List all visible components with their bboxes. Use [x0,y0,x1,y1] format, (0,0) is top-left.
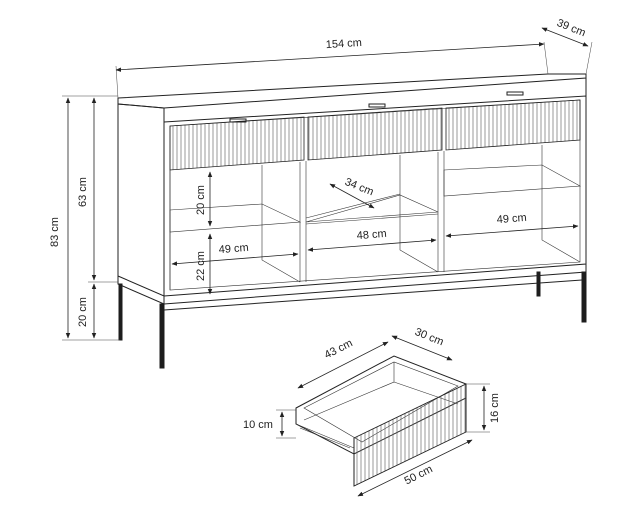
drawer-detail-drawing [295,355,467,487]
drawer-row [169,91,581,171]
shelf-left [169,203,302,233]
drawer-front-left [169,116,305,171]
label-drawer-box-height: 10 cm [243,419,273,431]
label-drawer-width-back: 30 cm [413,326,445,348]
label-shelf-gap-lower: 22 cm [195,251,207,281]
divider-right [437,151,445,272]
leg-front-right [581,271,587,323]
dim-line-drawer-width [357,439,473,497]
drawer-handle-right [506,91,524,96]
label-depth-total: 39 cm [555,17,587,39]
shelf-right [443,164,582,197]
shelf-middle [305,194,439,223]
leg-back-left [118,283,123,341]
dim-line-width [115,42,545,72]
dim-line-drawer-width-back [391,335,453,361]
dim-line-compartment-right [445,224,579,238]
label-drawer-width: 50 cm [403,463,435,487]
label-drawer-depth: 43 cm [323,337,355,361]
sideboard-dimensions: 154 cm 39 cm 83 cm 63 cm 20 cm 20 cm 22 … [49,17,593,341]
left-side-panel [117,104,165,297]
drawer-handle-middle [368,103,386,108]
drawer-handle-left [229,118,247,123]
label-width-total: 154 cm [325,37,362,51]
sideboard-drawing [117,73,587,369]
label-shelf-depth: 34 cm [343,176,375,198]
label-compartment-middle: 48 cm [356,228,387,242]
label-shelf-gap-upper: 20 cm [195,185,207,215]
drawer-front-right [445,99,581,151]
leg-back-right [536,271,541,297]
legs [118,271,587,369]
label-height-legs: 20 cm [77,297,89,327]
label-drawer-front-height: 16 cm [489,393,501,423]
base-frame [117,264,587,305]
front-frame [163,95,587,297]
label-height-body: 63 cm [77,177,89,207]
dim-line-shelf-depth [329,183,375,209]
divider-left [299,161,307,282]
dim-line-drawer-depth [297,341,389,389]
dim-line-compartment-left [171,252,299,266]
label-compartment-left: 49 cm [218,242,249,256]
dim-line-compartment-middle [307,238,437,252]
dim-line-depth [541,27,589,47]
drawer-front-middle [307,107,443,161]
label-height-total: 83 cm [49,217,61,247]
leg-front-left [159,303,165,369]
label-compartment-right: 49 cm [496,212,527,226]
top-surface [117,73,587,109]
